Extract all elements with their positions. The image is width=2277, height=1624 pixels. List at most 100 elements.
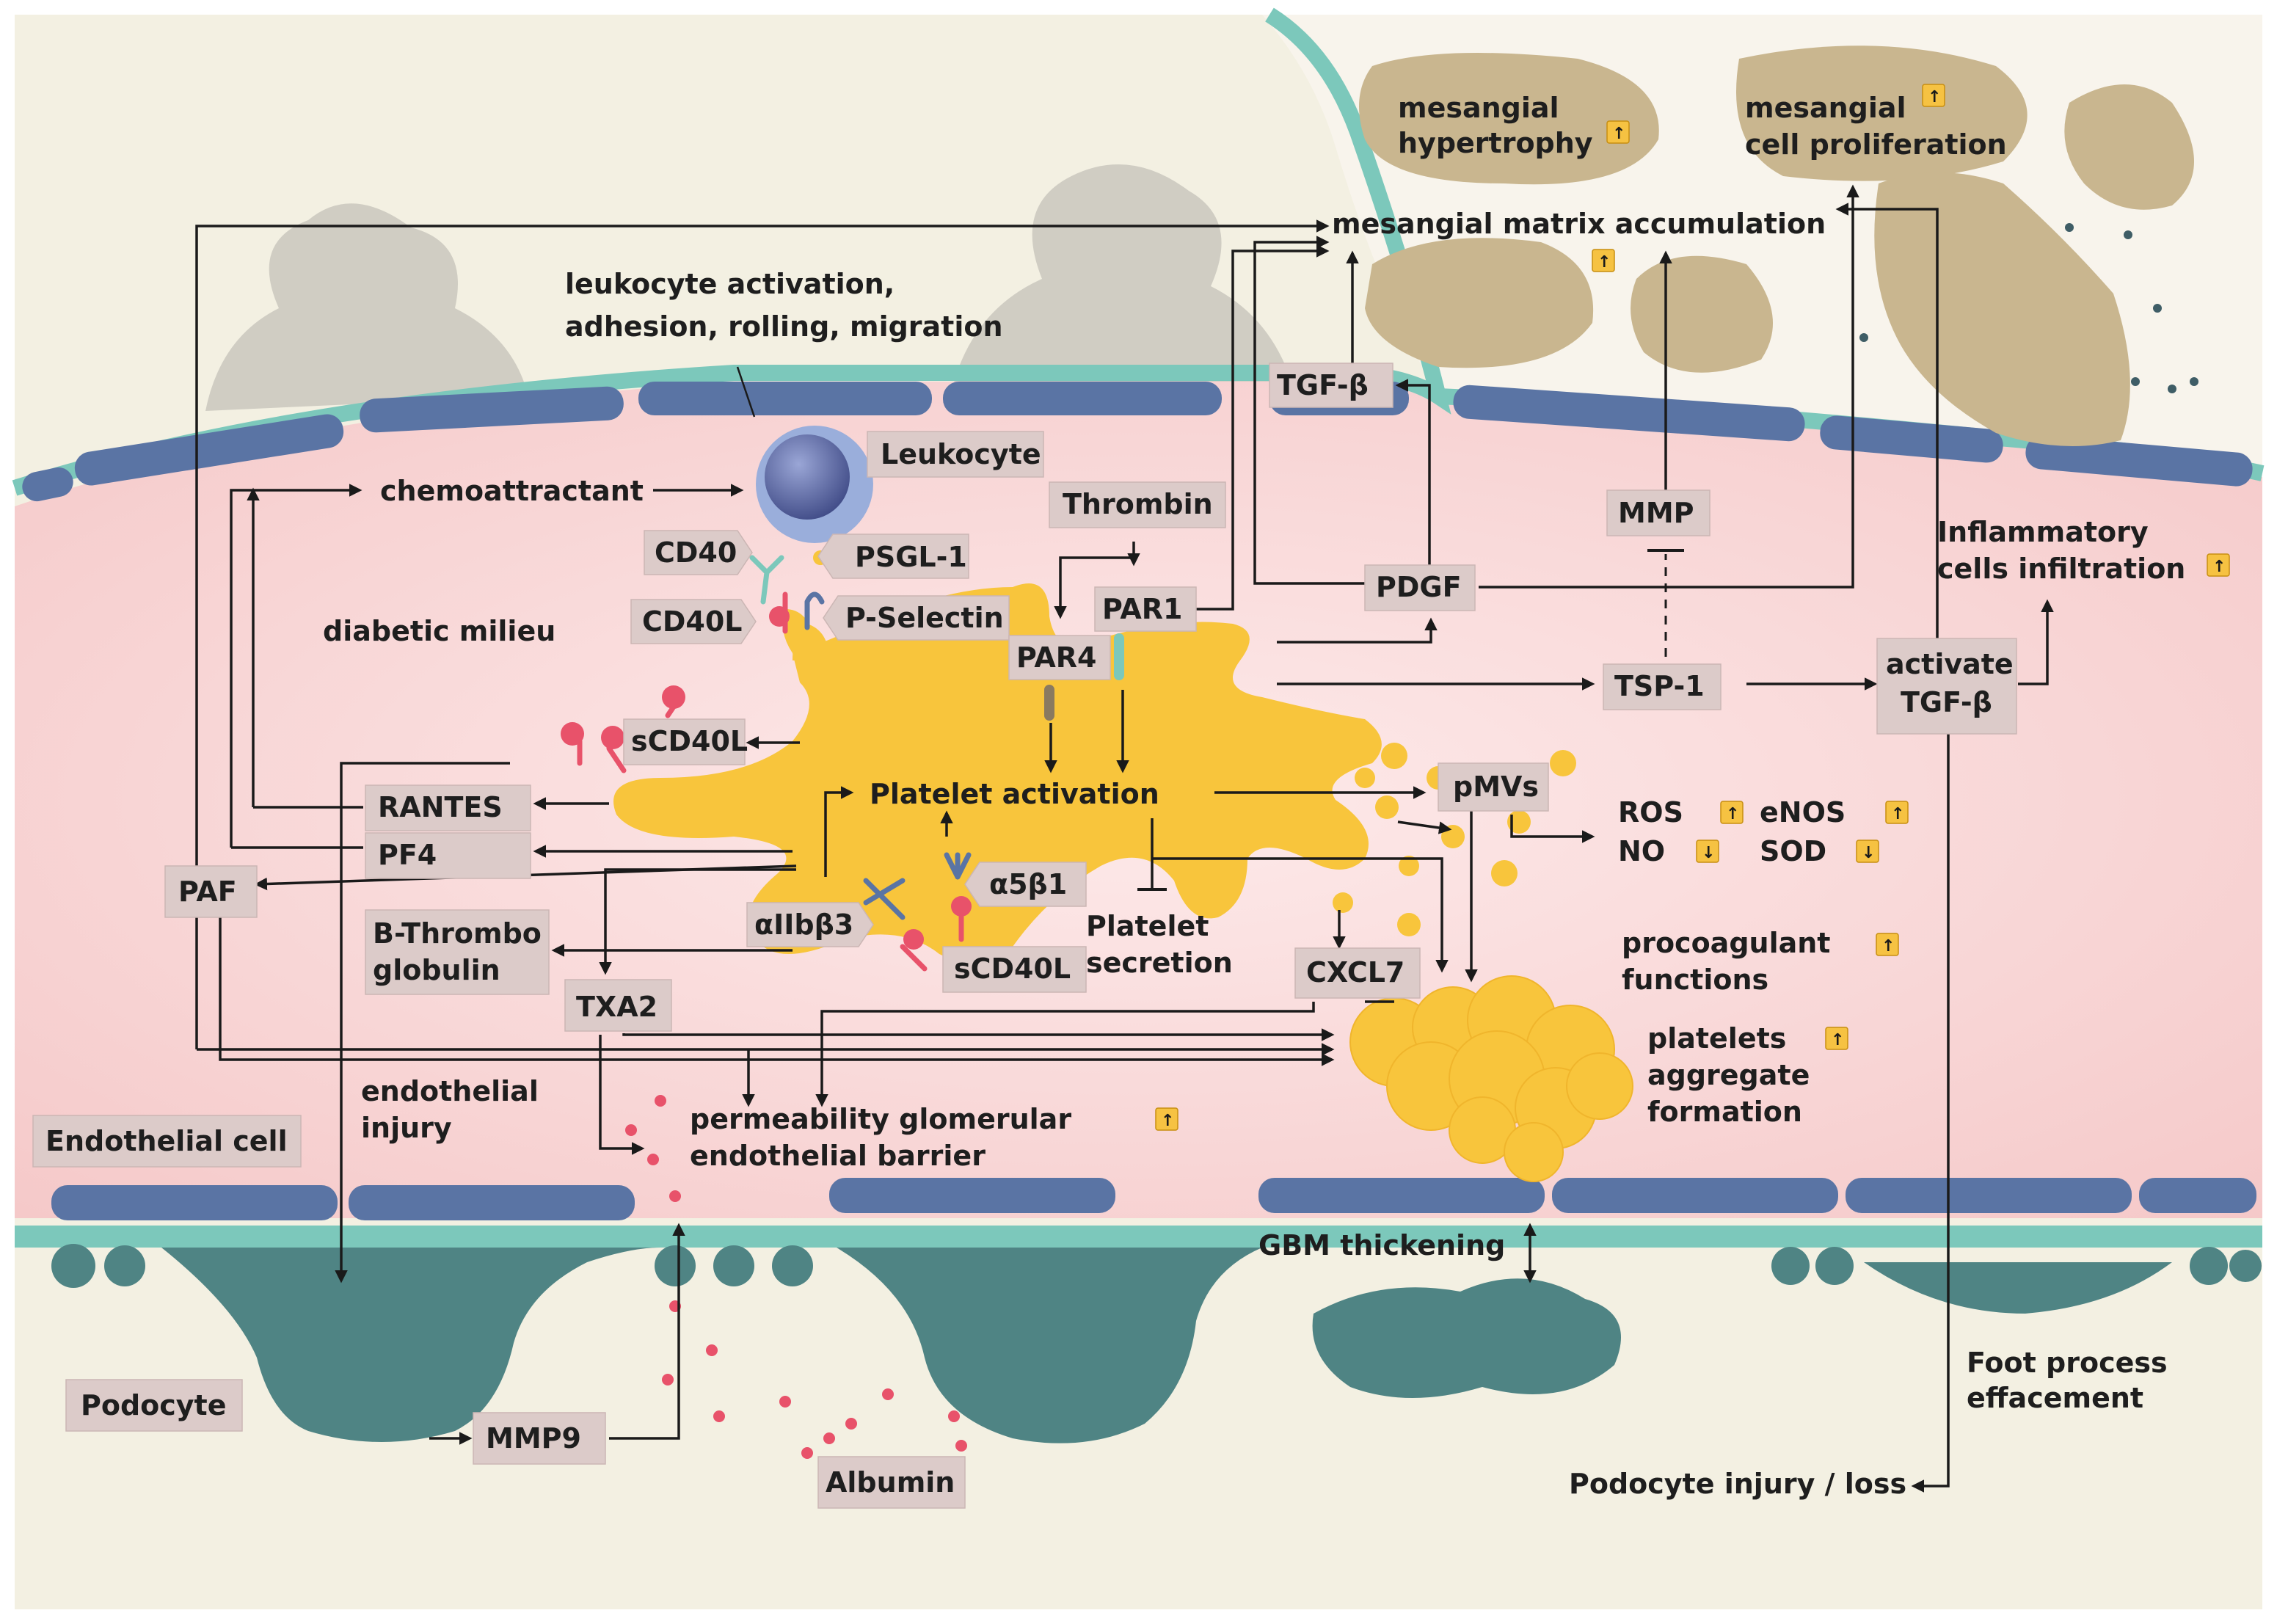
increase-icon: ↑ bbox=[1155, 1107, 1178, 1131]
albumin-dots bbox=[625, 1095, 967, 1459]
aiib3-label: αIIbβ3 bbox=[754, 909, 853, 941]
scd40l-box-1 bbox=[623, 718, 746, 765]
cd40l-box bbox=[630, 599, 757, 644]
pmvs-label: pMVs bbox=[1453, 771, 1539, 803]
tgfb-label: TGF-β bbox=[1277, 369, 1369, 401]
platelet-microvesicles bbox=[1324, 743, 1576, 936]
svg-text:↑: ↑ bbox=[2212, 558, 2226, 576]
aiib3-box bbox=[746, 902, 874, 947]
mesangial-proliferation-label: mesangial bbox=[1745, 92, 1906, 124]
svg-text:↑: ↑ bbox=[1891, 805, 1904, 823]
par1-box bbox=[1094, 586, 1197, 632]
podocytes bbox=[51, 1244, 2262, 1443]
procoagulant-label: procoagulant bbox=[1622, 927, 1830, 959]
cxcl7-label: CXCL7 bbox=[1306, 956, 1405, 988]
diabetic-milieu-label: diabetic milieu bbox=[323, 615, 555, 647]
leukocyte-box bbox=[867, 431, 1044, 478]
lower-endothelial-nuclei bbox=[51, 1178, 2256, 1220]
svg-text:↑: ↑ bbox=[1881, 937, 1895, 955]
svg-text:↑: ↑ bbox=[1726, 805, 1739, 823]
svg-text:↑: ↑ bbox=[1161, 1112, 1174, 1130]
mesangial-hypertrophy-label-2: hypertrophy bbox=[1398, 127, 1593, 159]
pmvs-box bbox=[1438, 762, 1549, 812]
upper-cells bbox=[205, 164, 1291, 411]
endothelial-cell-box bbox=[32, 1115, 302, 1168]
platelet-secretion-label: Platelet bbox=[1086, 910, 1209, 942]
activate-tgfb-box bbox=[1876, 638, 2017, 735]
platelet-activation-label: Platelet activation bbox=[870, 778, 1159, 810]
tsp1-box bbox=[1603, 663, 1722, 710]
platelet-aggregate-label-2: aggregate bbox=[1647, 1059, 1810, 1091]
platelet-aggregate bbox=[1349, 975, 1633, 1182]
matrix-accumulation-label: mesangial matrix accumulation bbox=[1332, 208, 1826, 240]
mmp-label: MMP bbox=[1618, 497, 1694, 529]
cd40l-label: CD40L bbox=[642, 605, 743, 638]
ros-label: ROS bbox=[1618, 796, 1683, 829]
paf-box bbox=[164, 865, 258, 918]
permeability-label: permeability glomerular bbox=[690, 1103, 1071, 1135]
inflammatory-label: Inflammatory bbox=[1937, 516, 2149, 548]
svg-text:↓: ↓ bbox=[1702, 844, 1715, 862]
platelet-secretion-label-2: secretion bbox=[1086, 947, 1233, 979]
thrombin-label: Thrombin bbox=[1063, 488, 1213, 520]
pf4-label: PF4 bbox=[378, 839, 437, 871]
increase-icon: ↑ bbox=[1720, 801, 1744, 824]
svg-text:↑: ↑ bbox=[1928, 88, 1941, 106]
inflammatory-label-2: cells infiltration bbox=[1937, 553, 2185, 585]
rantes-box bbox=[365, 784, 531, 831]
mesangial-hypertrophy-label: mesangial bbox=[1398, 92, 1559, 124]
pdgf-label: PDGF bbox=[1376, 571, 1462, 603]
par4-label: PAR4 bbox=[1016, 641, 1096, 674]
par1-label: PAR1 bbox=[1102, 593, 1182, 625]
upper-endothelial-nuclei bbox=[22, 382, 2253, 502]
scd40l-label-1: sCD40L bbox=[631, 725, 748, 757]
pselectin-label: P-Selectin bbox=[845, 602, 1004, 634]
mesangial-cells bbox=[1359, 45, 2194, 446]
sod-label: SOD bbox=[1760, 835, 1826, 867]
svg-text:↑: ↑ bbox=[1612, 125, 1625, 143]
albumin-label: Albumin bbox=[826, 1466, 955, 1499]
mmp9-label: MMP9 bbox=[486, 1422, 581, 1454]
pselectin-box bbox=[823, 595, 1010, 641]
procoagulant-label-2: functions bbox=[1622, 964, 1768, 996]
pf4-box bbox=[365, 832, 531, 879]
endothelial-injury-label: endothelial bbox=[361, 1075, 539, 1107]
paf-label: PAF bbox=[178, 875, 237, 908]
pdgf-box bbox=[1364, 564, 1476, 611]
lower-membrane bbox=[15, 1226, 2262, 1248]
mesangial-dots bbox=[1859, 223, 2198, 393]
increase-icon: ↑ bbox=[1825, 1027, 1848, 1050]
increase-icon: ↑ bbox=[1876, 933, 1899, 956]
activate-tgfb-label-2: TGF-β bbox=[1901, 686, 1992, 718]
foot-process-label-2: effacement bbox=[1967, 1382, 2143, 1414]
platelet-aggregate-label-3: formation bbox=[1647, 1096, 1802, 1128]
no-label: NO bbox=[1618, 835, 1665, 867]
podocyte-label: Podocyte bbox=[81, 1389, 227, 1421]
tgfb-box bbox=[1269, 363, 1393, 408]
albumin-box bbox=[817, 1456, 966, 1509]
activate-tgfb-label: activate bbox=[1886, 648, 2014, 680]
psgl1-box bbox=[817, 534, 969, 579]
platelet-aggregate-label: platelets bbox=[1647, 1022, 1786, 1055]
leukocyte-activation-label-2: adhesion, rolling, migration bbox=[565, 310, 1003, 343]
b-thrombo-label: B-Thrombo bbox=[373, 917, 542, 950]
mmp9-box bbox=[473, 1412, 606, 1465]
activated-platelet bbox=[613, 583, 1382, 964]
increase-icon: ↑ bbox=[2207, 553, 2230, 577]
decrease-icon: ↓ bbox=[1856, 840, 1879, 863]
cxcl7-box bbox=[1294, 947, 1421, 999]
receptor-icons bbox=[561, 550, 1124, 972]
tsp1-label: TSP-1 bbox=[1614, 670, 1705, 702]
svg-text:↑: ↑ bbox=[1831, 1031, 1844, 1049]
b-thrombo-label-2: globulin bbox=[373, 954, 500, 986]
endothelial-injury-label-2: injury bbox=[361, 1112, 452, 1144]
thrombin-box bbox=[1049, 481, 1226, 528]
rantes-label: RANTES bbox=[378, 791, 503, 823]
increase-icon: ↑ bbox=[1922, 84, 1945, 107]
svg-text:↓: ↓ bbox=[1862, 844, 1875, 862]
enos-label: eNOS bbox=[1760, 796, 1846, 829]
a5b1-label: α5β1 bbox=[989, 868, 1067, 900]
leukocyte-cell bbox=[756, 426, 873, 543]
par4-box bbox=[1008, 635, 1111, 680]
